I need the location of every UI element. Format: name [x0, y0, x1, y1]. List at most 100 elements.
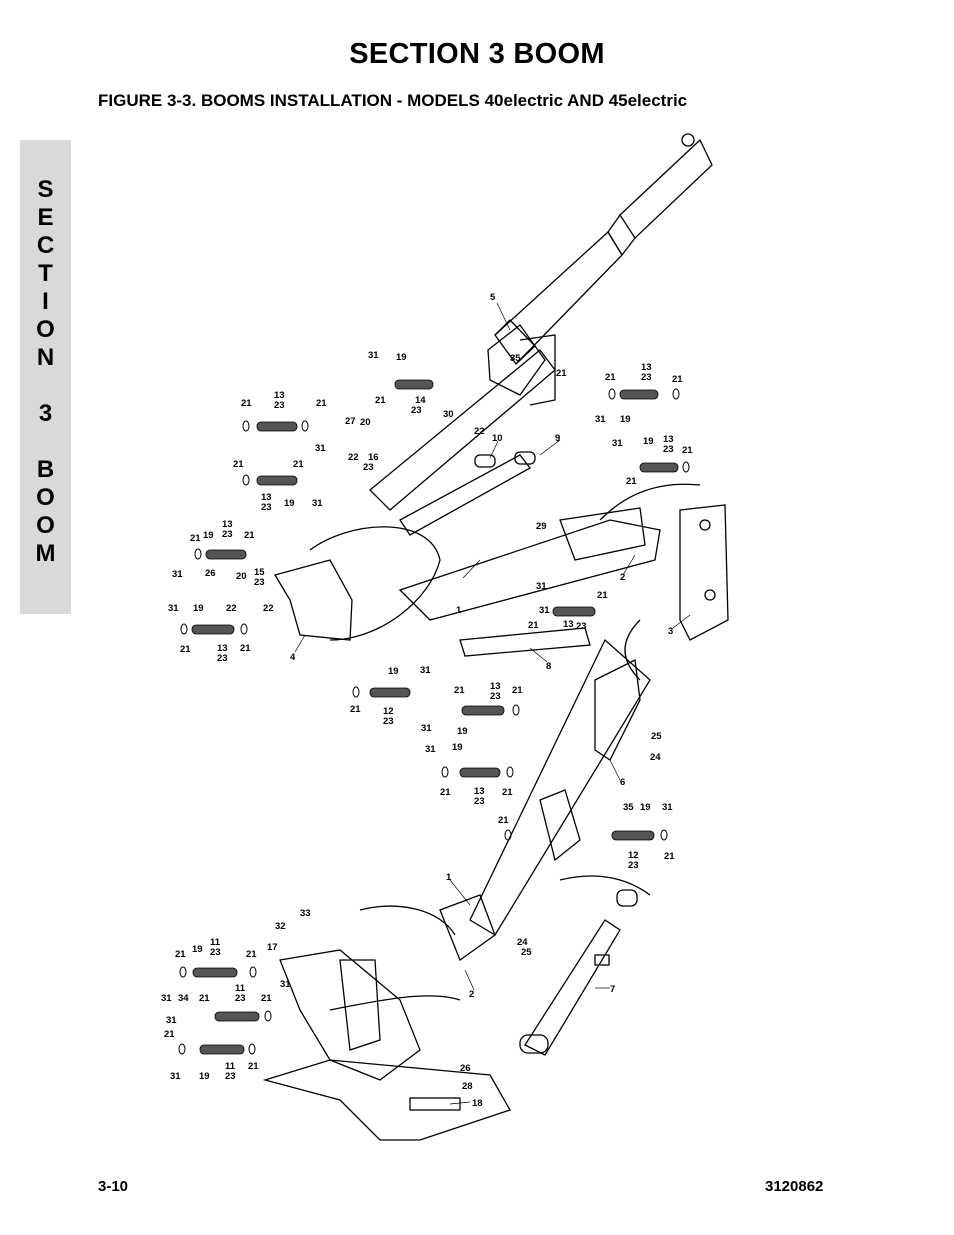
svg-text:32: 32 [275, 921, 286, 932]
svg-text:3: 3 [668, 626, 673, 637]
svg-text:21: 21 [261, 993, 272, 1004]
svg-text:19: 19 [452, 742, 463, 753]
svg-text:21: 21 [199, 993, 210, 1004]
svg-text:21: 21 [175, 949, 186, 960]
svg-text:22: 22 [474, 426, 485, 437]
svg-text:22: 22 [263, 603, 274, 614]
svg-text:31: 31 [172, 569, 183, 580]
svg-text:14: 14 [415, 395, 426, 406]
pin [256, 421, 298, 432]
svg-text:21: 21 [528, 620, 539, 631]
fly-boom [619, 138, 713, 240]
page-number: 3-10 [98, 1178, 129, 1195]
turntable-base [262, 1059, 511, 1141]
svg-text:8: 8 [546, 661, 551, 672]
svg-text:13: 13 [490, 681, 501, 692]
pin [639, 462, 679, 473]
svg-text:31: 31 [170, 1071, 181, 1082]
svg-text:21: 21 [626, 476, 637, 487]
svg-text:23: 23 [490, 691, 501, 702]
svg-text:23: 23 [217, 653, 228, 664]
svg-text:2: 2 [469, 989, 474, 1000]
svg-text:19: 19 [388, 666, 399, 677]
tab-letter: O [36, 316, 55, 343]
svg-text:18: 18 [472, 1098, 483, 1109]
svg-text:23: 23 [254, 577, 265, 588]
left-bracket [274, 559, 353, 641]
svg-text:21: 21 [350, 704, 361, 715]
pin [191, 624, 235, 635]
svg-text:23: 23 [474, 796, 485, 807]
svg-text:21: 21 [180, 644, 191, 655]
svg-text:1: 1 [456, 605, 462, 616]
svg-text:23: 23 [363, 462, 374, 473]
svg-text:31: 31 [168, 603, 179, 614]
pin [199, 1044, 245, 1055]
svg-text:21: 21 [240, 643, 251, 654]
svg-text:21: 21 [248, 1061, 259, 1072]
svg-text:23: 23 [235, 993, 246, 1004]
svg-text:13: 13 [261, 492, 272, 503]
svg-text:21: 21 [605, 372, 616, 383]
svg-text:21: 21 [454, 685, 465, 696]
svg-text:30: 30 [443, 409, 454, 420]
tower-plate [679, 504, 729, 641]
svg-text:26: 26 [205, 568, 216, 579]
svg-text:17: 17 [267, 942, 278, 953]
svg-text:31: 31 [612, 438, 623, 449]
svg-text:12: 12 [383, 706, 394, 717]
tab-letter: B [36, 456, 55, 483]
svg-text:31: 31 [536, 581, 547, 592]
lift-cylinder [524, 919, 621, 1056]
pin [394, 379, 434, 390]
svg-text:21: 21 [502, 787, 513, 798]
tab-letter: E [37, 204, 54, 231]
svg-text:23: 23 [225, 1071, 236, 1082]
svg-text:1: 1 [446, 872, 452, 883]
pin [369, 687, 411, 698]
pin [459, 767, 501, 778]
pin [192, 967, 238, 978]
pin [205, 549, 247, 560]
boom-cylinder [399, 454, 531, 536]
svg-text:19: 19 [193, 603, 204, 614]
svg-text:13: 13 [222, 519, 233, 530]
svg-text:23: 23 [663, 444, 674, 455]
tab-letter: S [37, 176, 54, 203]
svg-text:13: 13 [274, 390, 285, 401]
svg-text:21: 21 [498, 815, 509, 826]
svg-text:21: 21 [440, 787, 451, 798]
svg-text:21: 21 [375, 395, 386, 406]
svg-text:19: 19 [396, 352, 407, 363]
pin [611, 830, 655, 841]
svg-text:19: 19 [643, 436, 654, 447]
svg-text:31: 31 [595, 414, 606, 425]
svg-text:19: 19 [640, 802, 651, 813]
svg-text:31: 31 [315, 443, 326, 454]
svg-text:11: 11 [225, 1061, 236, 1072]
svg-text:23: 23 [628, 860, 639, 871]
svg-text:27: 27 [345, 416, 356, 427]
svg-text:28: 28 [462, 1081, 473, 1092]
svg-text:35: 35 [510, 353, 521, 364]
svg-text:21: 21 [241, 398, 252, 409]
svg-text:13: 13 [217, 643, 228, 654]
tab-letter: N [36, 344, 55, 371]
svg-text:23: 23 [576, 621, 587, 632]
svg-text:5: 5 [490, 292, 496, 303]
svg-text:31: 31 [539, 605, 550, 616]
svg-text:22: 22 [348, 452, 359, 463]
svg-text:21: 21 [512, 685, 523, 696]
svg-text:21: 21 [190, 533, 201, 544]
svg-text:31: 31 [420, 665, 431, 676]
tab-letter: M [35, 540, 56, 567]
section-title: SECTION 3 BOOM [349, 38, 605, 70]
tab-letter: O [36, 512, 55, 539]
svg-text:21: 21 [293, 459, 304, 470]
tab-letter: I [42, 288, 49, 315]
tab-letter: O [36, 484, 55, 511]
svg-text:34: 34 [178, 993, 189, 1004]
svg-text:31: 31 [368, 350, 379, 361]
svg-text:21: 21 [316, 398, 327, 409]
svg-text:20: 20 [236, 571, 247, 582]
